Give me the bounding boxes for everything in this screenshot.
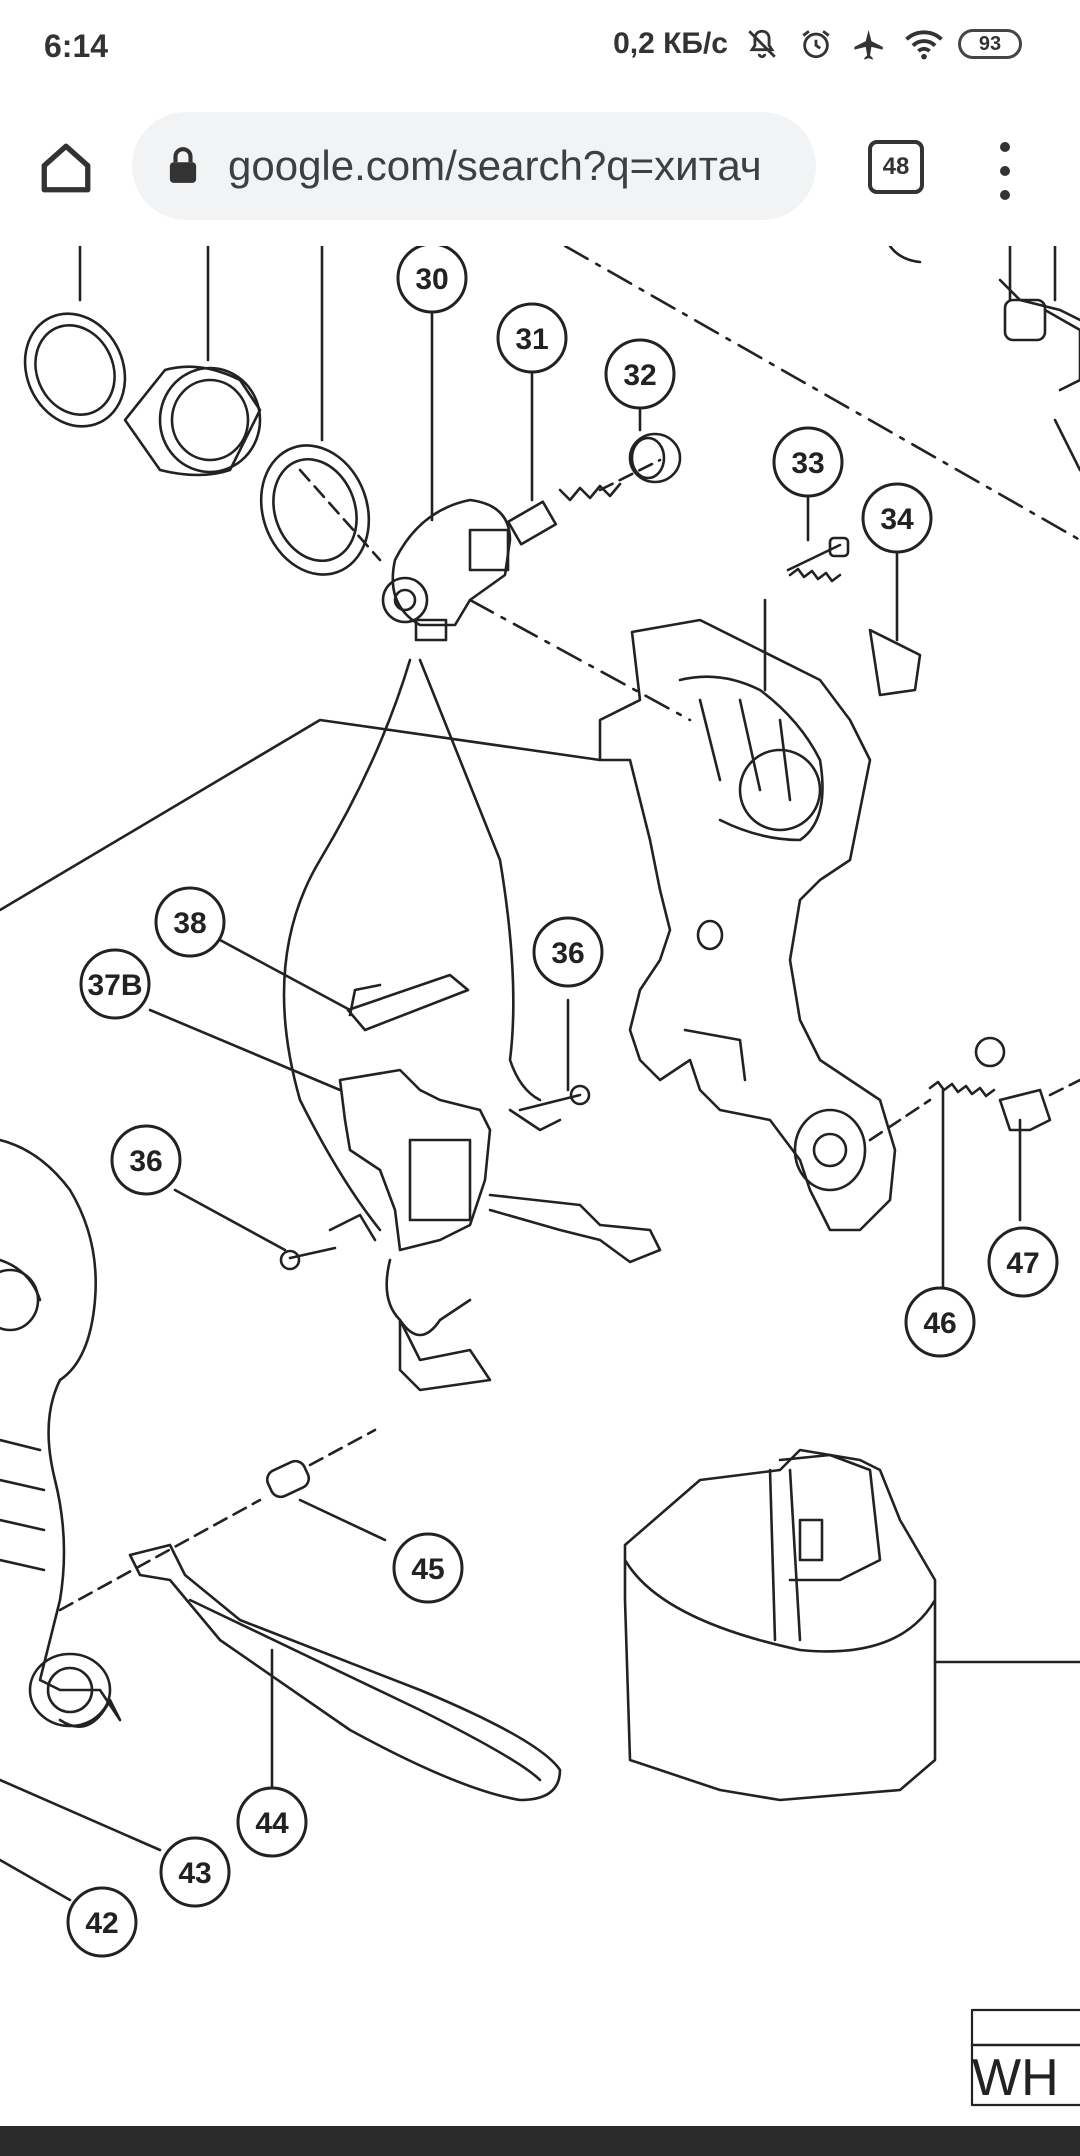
page-content[interactable]: 30 31 32 33 34 38 37B 36 36 46 47 45 44 … — [0, 246, 1080, 2126]
callout-34: 34 — [880, 503, 914, 536]
url-text: google.com/search?q=хитач — [228, 142, 762, 189]
callout-44: 44 — [255, 1807, 289, 1840]
callout-32: 32 — [623, 359, 656, 392]
more-menu-button[interactable] — [980, 136, 1030, 206]
callout-33: 33 — [791, 447, 824, 480]
status-time: 6:14 — [44, 28, 109, 64]
menu-dot — [1000, 190, 1010, 200]
label-box-text: WH — [972, 2049, 1059, 2107]
callout-31: 31 — [515, 323, 548, 356]
net-speed: 0,2 КБ/с — [613, 27, 728, 60]
callout-30: 30 — [415, 263, 448, 296]
parts-diagram: 30 31 32 33 34 38 37B 36 36 46 47 45 44 … — [0, 246, 1080, 2107]
callout-45: 45 — [411, 1553, 444, 1586]
callout-36-right: 36 — [551, 937, 584, 970]
alarm-icon — [796, 24, 836, 64]
navigation-bar — [0, 2126, 1080, 2156]
browser-toolbar: google.com/search?q=хитач 48 — [0, 96, 1080, 248]
address-bar[interactable]: google.com/search?q=хитач — [132, 112, 816, 220]
callout-37b: 37B — [87, 969, 142, 1002]
callout-43: 43 — [178, 1857, 211, 1890]
mute-bell-icon — [742, 24, 782, 64]
callout-46: 46 — [923, 1307, 956, 1340]
status-bar: 6:14 0,2 КБ/с 93 — [0, 0, 1080, 96]
callout-42: 42 — [85, 1907, 118, 1940]
home-button[interactable] — [30, 132, 102, 204]
airplane-icon — [850, 24, 890, 64]
home-icon — [41, 143, 91, 193]
lock-icon — [168, 146, 204, 186]
tab-switcher-button[interactable]: 48 — [868, 140, 924, 194]
callout-47: 47 — [1006, 1247, 1039, 1280]
callout-36-left: 36 — [129, 1145, 162, 1178]
menu-dot — [1000, 166, 1010, 176]
wifi-icon — [904, 24, 944, 64]
status-icons: 0,2 КБ/с 93 — [613, 24, 1022, 64]
menu-dot — [1000, 142, 1010, 152]
callout-38: 38 — [173, 907, 206, 940]
battery-indicator: 93 — [958, 29, 1022, 59]
